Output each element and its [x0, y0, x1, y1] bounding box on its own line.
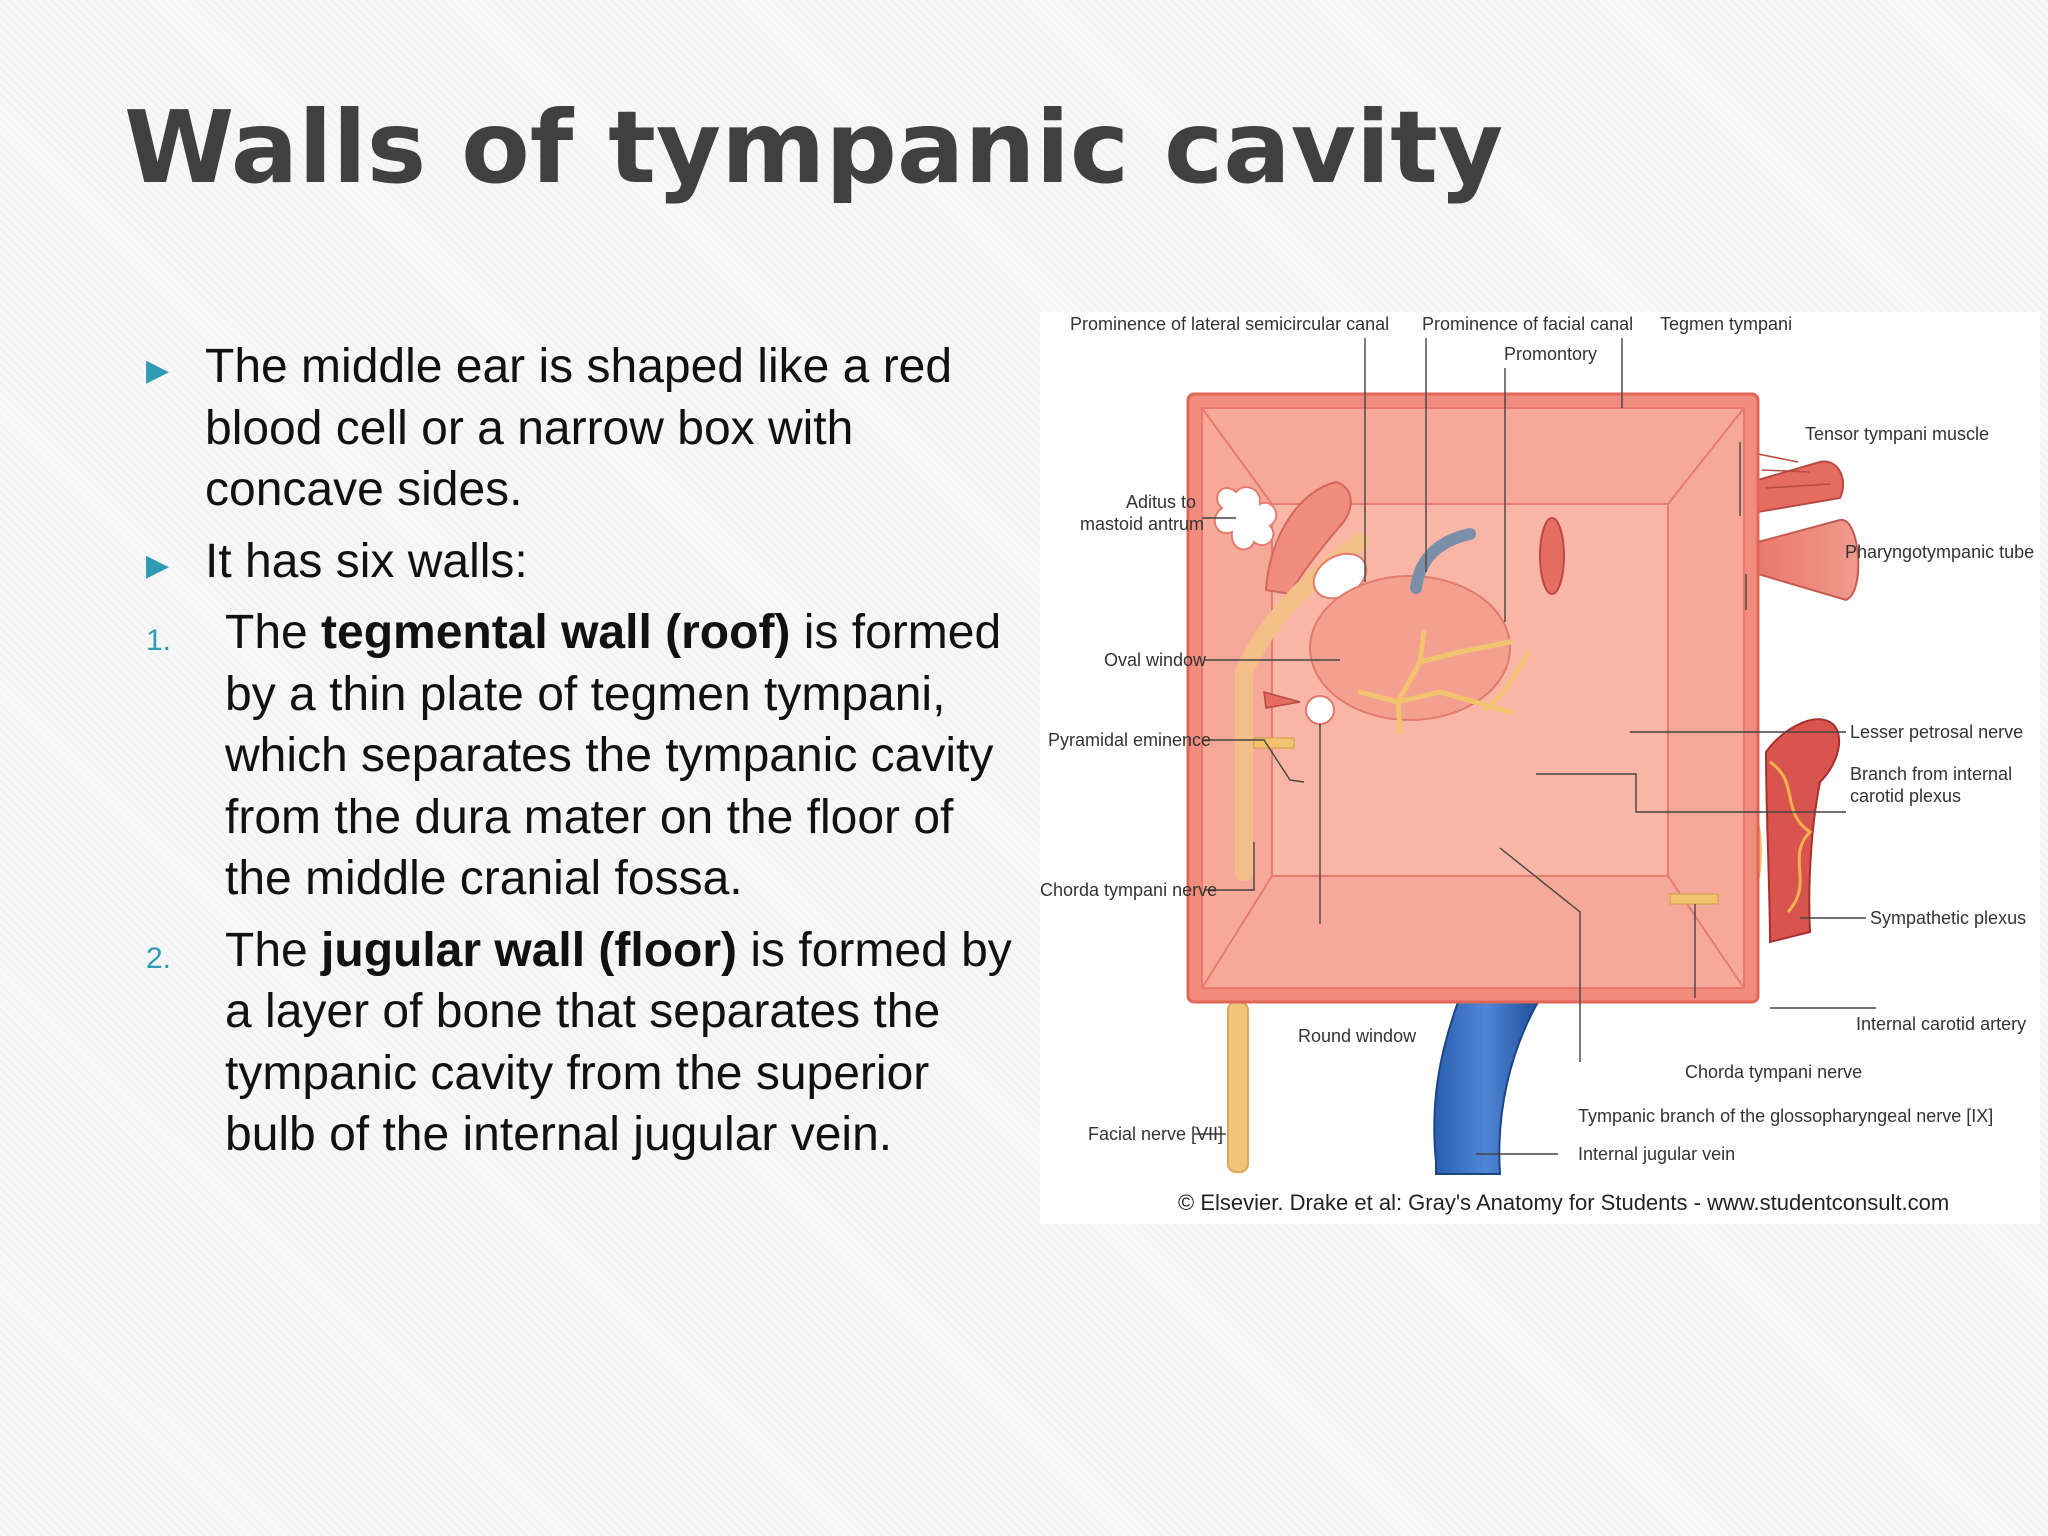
slide-title: Walls of tympanic cavity: [124, 89, 1504, 206]
aditus-shape: [1213, 486, 1278, 551]
label-sympathetic: Sympathetic plexus: [1870, 908, 2026, 928]
internal-carotid-shape: [1764, 718, 1840, 944]
item-text-bold: tegmental wall (roof): [321, 606, 791, 659]
label-pharyngotympanic: Pharyngotympanic tube: [1845, 542, 2034, 562]
label-lateral-semicircular: Prominence of lateral semicircular canal: [1070, 314, 1389, 334]
pharyngotympanic-tube-shape: [1757, 519, 1860, 602]
label-aditus-1: Aditus to: [1126, 492, 1196, 512]
label-tegmen: Tegmen tympani: [1660, 314, 1792, 334]
item-text-pre: The: [225, 606, 322, 659]
triangle-bullet-icon: ▶: [146, 548, 170, 582]
label-promontory: Promontory: [1504, 344, 1597, 364]
item-number: 2.: [146, 941, 172, 975]
tensor-tympani-shape: [1757, 460, 1845, 514]
bullet-text: The middle ear is shaped like a red bloo…: [205, 340, 953, 516]
tube-opening-shape: [1539, 517, 1565, 595]
jugular-vein-shape: [1433, 1001, 1540, 1175]
item-text-bold: jugular wall (floor): [321, 923, 738, 977]
label-tensor: Tensor tympani muscle: [1805, 424, 1989, 444]
diagram-svg: Prominence of lateral semicircular canal…: [1040, 314, 2034, 1215]
label-facial-canal: Prominence of facial canal: [1422, 314, 1633, 334]
tympanic-cavity-diagram: Prominence of lateral semicircular canal…: [1040, 312, 2040, 1224]
triangle-bullet-icon: ▶: [146, 354, 170, 387]
item-number: 1.: [146, 624, 172, 657]
label-jugular-vein: Internal jugular vein: [1578, 1144, 1735, 1164]
label-chorda-left: Chorda tympani nerve: [1040, 880, 1217, 900]
slide-body: ▶ The middle ear is shaped like a red bl…: [146, 336, 1016, 1176]
label-lesser-petrosal: Lesser petrosal nerve: [1850, 722, 2023, 742]
label-oval-window: Oval window: [1104, 650, 1207, 670]
numbered-item: 1. The tegmental wall (roof) is formed b…: [146, 602, 1016, 910]
lateral-canal-shape: [1264, 480, 1352, 596]
figure-credit: © Elsevier. Drake et al: Gray's Anatomy …: [1178, 1190, 1949, 1215]
label-tympanic-branch: Tympanic branch of the glossopharyngeal …: [1578, 1106, 1993, 1126]
pyramidal-shape: [1263, 690, 1301, 709]
label-branch-1: Branch from internal: [1850, 764, 2012, 784]
label-round-window: Round window: [1298, 1026, 1417, 1046]
label-branch-2: carotid plexus: [1850, 786, 1961, 806]
bullet-item: ▶ It has six walls:: [146, 531, 1016, 593]
label-pyramidal: Pyramidal eminence: [1048, 730, 1211, 750]
numbered-item: 2. The jugular wall (floor) is formed by…: [146, 920, 1016, 1166]
item-text-post: is formed by a layer of bone that separa…: [225, 923, 1012, 1162]
tensor-tendon-shape: [1410, 528, 1476, 594]
label-internal-carotid: Internal carotid artery: [1856, 1014, 2026, 1034]
label-facial-nerve: Facial nerve [VII]: [1088, 1124, 1223, 1144]
label-aditus-2: mastoid antrum: [1080, 514, 1204, 534]
round-window-shape: [1305, 695, 1335, 725]
bullet-text: It has six walls:: [205, 534, 528, 588]
promontory-shape: [1309, 575, 1511, 721]
item-text-pre: The: [225, 923, 322, 977]
item-text-post: is formed by a thin plate of tegmen tymp…: [225, 606, 1002, 905]
bullet-item: ▶ The middle ear is shaped like a red bl…: [146, 336, 1016, 521]
label-chorda-right: Chorda tympani nerve: [1685, 1062, 1862, 1082]
facial-nerve-shape: [1227, 1001, 1249, 1173]
